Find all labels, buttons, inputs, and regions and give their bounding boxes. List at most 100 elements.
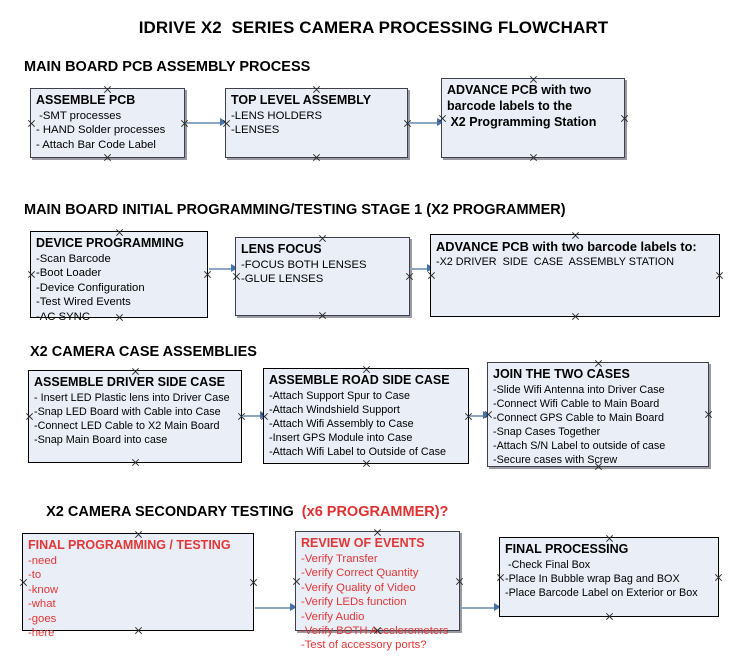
box-title: ADVANCE PCB with two barcode labels to: [436, 239, 697, 254]
box-final-programming-testing[interactable]: FINAL PROGRAMMING / TESTING -need -to -k… [22, 533, 254, 639]
box-line: -Scan Barcode [36, 253, 111, 265]
box-line: -Check Final Box [505, 559, 591, 571]
section-heading-main-board-initial-programming: MAIN BOARD INITIAL PROGRAMMING/TESTING S… [24, 202, 566, 218]
box-line: -LENSES [231, 124, 280, 137]
box-line: -Verify Correct Quantity [301, 567, 419, 580]
box-advance-pcb-driver-side-station[interactable]: ADVANCE PCB with two barcode labels to: … [430, 234, 720, 317]
box-title: ASSEMBLE PCB [36, 93, 136, 107]
box-line: -know [28, 583, 59, 596]
box-line: -Verify BOTH Accelerometers [301, 625, 449, 638]
box-line: -Connect Wifi Cable to Main Board [493, 398, 660, 410]
selection-handle-icon [318, 311, 327, 320]
box-line: -Secure cases with Screw [493, 454, 618, 466]
connector-road-case-to-join-cases [470, 415, 487, 417]
box-content: FINAL PROCESSING -Check Final Box -Place… [500, 538, 718, 602]
box-line: -Snap Cases Together [493, 426, 601, 438]
selection-handle-icon [715, 271, 724, 280]
connector-device-programming-to-lens-focus [209, 268, 234, 270]
selection-handle-icon [131, 458, 140, 467]
box-line: -Attach Windshield Support [269, 404, 400, 416]
box-final-processing[interactable]: FINAL PROCESSING -Check Final Box -Place… [499, 537, 719, 617]
box-advance-pcb-programming-station[interactable]: ADVANCE PCB with two barcode labels to t… [441, 78, 625, 158]
box-content: DEVICE PROGRAMMING -Scan Barcode -Boot L… [31, 232, 207, 326]
box-line: -Verify Audio [301, 610, 365, 623]
box-line: -Test Wired Events [36, 296, 131, 309]
box-line: -AC SYNC [36, 310, 90, 323]
box-device-programming[interactable]: DEVICE PROGRAMMING -Scan Barcode -Boot L… [30, 231, 208, 323]
arrow-head-icon [483, 411, 490, 419]
section-heading-x2-camera-secondary-testing: X2 CAMERA SECONDARY TESTING (x6 PROGRAMM… [30, 488, 448, 536]
box-line: -Place In Bubble wrap Bag and BOX [505, 573, 680, 585]
box-line: -Slide Wifi Antenna into Driver Case [493, 384, 665, 396]
box-lens-focus[interactable]: LENS FOCUS -FOCUS BOTH LENSES -GLUE LENS… [235, 237, 410, 316]
box-line: - Attach Bar Code Label [36, 138, 156, 151]
box-content: ASSEMBLE DRIVER SIDE CASE - Insert LED P… [29, 371, 241, 449]
box-title: LENS FOCUS [241, 242, 322, 256]
selection-handle-icon [571, 312, 580, 321]
page-title: IDRIVE X2 SERIES CAMERA PROCESSING FLOWC… [138, 18, 609, 37]
box-line: -Snap Main Board into case [34, 434, 168, 446]
selection-handle-icon [605, 612, 614, 621]
box-line: -Snap LED Board with Cable into Case [34, 406, 221, 418]
connector-review-events-to-final-processing [461, 607, 496, 609]
box-assemble-pcb[interactable]: ASSEMBLE PCB -SMT processes - HAND Solde… [30, 88, 185, 158]
box-line: -need [28, 555, 57, 567]
box-line: -to [28, 569, 42, 582]
arrow-head-icon [231, 264, 238, 272]
box-assemble-driver-side-case[interactable]: ASSEMBLE DRIVER SIDE CASE - Insert LED P… [28, 370, 242, 463]
box-title: ASSEMBLE DRIVER SIDE CASE [34, 375, 226, 389]
box-line: -Attach Wifi Assembly to Case [269, 418, 414, 430]
connector-lens-focus-to-advance-pcb-driver [411, 268, 431, 270]
box-content: ASSEMBLE ROAD SIDE CASE -Attach Support … [264, 369, 468, 461]
box-content: ADVANCE PCB with two barcode labels to t… [442, 79, 624, 133]
box-line: -Attach Wifi Label to Outside of Case [269, 446, 447, 458]
box-line: -SMT processes [36, 110, 122, 122]
section-heading-x2-camera-case-assemblies: X2 CAMERA CASE ASSEMBLIES [30, 344, 257, 360]
box-line: - HAND Solder processes [36, 124, 166, 137]
box-line: -GLUE LENSES [241, 273, 324, 286]
box-title: TOP LEVEL ASSEMBLY [231, 93, 372, 107]
box-line: -Place Barcode Label on Exterior or Box [505, 587, 698, 599]
box-content: JOIN THE TWO CASES -Slide Wifi Antenna i… [488, 363, 708, 469]
box-content: LENS FOCUS -FOCUS BOTH LENSES -GLUE LENS… [236, 238, 409, 289]
box-line: -Verify Transfer [301, 553, 378, 565]
box-title: JOIN THE TWO CASES [493, 367, 630, 381]
box-content: TOP LEVEL ASSEMBLY -LENS HOLDERS -LENSES [226, 89, 407, 140]
box-line: -what [28, 598, 56, 611]
box-content: FINAL PROGRAMMING / TESTING -need -to -k… [23, 534, 253, 642]
box-content: ADVANCE PCB with two barcode labels to: … [431, 235, 719, 271]
box-title: DEVICE PROGRAMMING [36, 236, 184, 250]
box-line: -Verify LEDs function [301, 596, 407, 609]
box-title: ASSEMBLE ROAD SIDE CASE [269, 373, 450, 387]
box-assemble-road-side-case[interactable]: ASSEMBLE ROAD SIDE CASE -Attach Support … [263, 368, 469, 464]
arrow-head-icon [437, 118, 444, 126]
box-line: -Connect LED Cable to X2 Main Board [34, 420, 220, 432]
section-heading-text: X2 CAMERA SECONDARY TESTING [46, 504, 302, 520]
box-line: -Device Configuration [36, 281, 145, 294]
connector-final-programming-to-review-events [255, 607, 293, 609]
arrow-head-icon [494, 603, 501, 611]
box-review-of-events[interactable]: REVIEW OF EVENTS -Verify Transfer -Verif… [295, 531, 460, 651]
box-line: -goes [28, 612, 57, 625]
box-line: -Verify Quality of Video [301, 581, 416, 594]
section-heading-accent: (x6 PROGRAMMER)? [301, 504, 449, 520]
box-join-the-two-cases[interactable]: JOIN THE TWO CASES -Slide Wifi Antenna i… [487, 362, 709, 467]
box-line: -X2 DRIVER SIDE CASE ASSEMBLY STATION [436, 256, 674, 268]
selection-handle-icon [312, 153, 321, 162]
arrow-head-icon [220, 118, 227, 126]
connector-top-level-to-advance-pcb [409, 122, 440, 124]
box-title: ADVANCE PCB with two [447, 83, 592, 97]
arrow-head-icon [290, 603, 297, 611]
box-line: -Attach S/N Label to outside of case [493, 440, 666, 452]
selection-handle-icon [427, 271, 436, 280]
box-line: - Insert LED Plastic lens into Driver Ca… [34, 392, 230, 404]
box-content: REVIEW OF EVENTS -Verify Transfer -Verif… [296, 532, 459, 655]
box-top-level-assembly[interactable]: TOP LEVEL ASSEMBLY -LENS HOLDERS -LENSES [225, 88, 408, 158]
connector-assemble-pcb-to-top-level [187, 122, 222, 124]
box-line: -FOCUS BOTH LENSES [241, 259, 367, 271]
box-line: -Boot Loader [36, 267, 102, 280]
connector-driver-case-to-road-case [243, 415, 264, 417]
box-line: -here [28, 627, 55, 640]
box-line-overflow: -Test of accessory ports? [301, 639, 427, 652]
